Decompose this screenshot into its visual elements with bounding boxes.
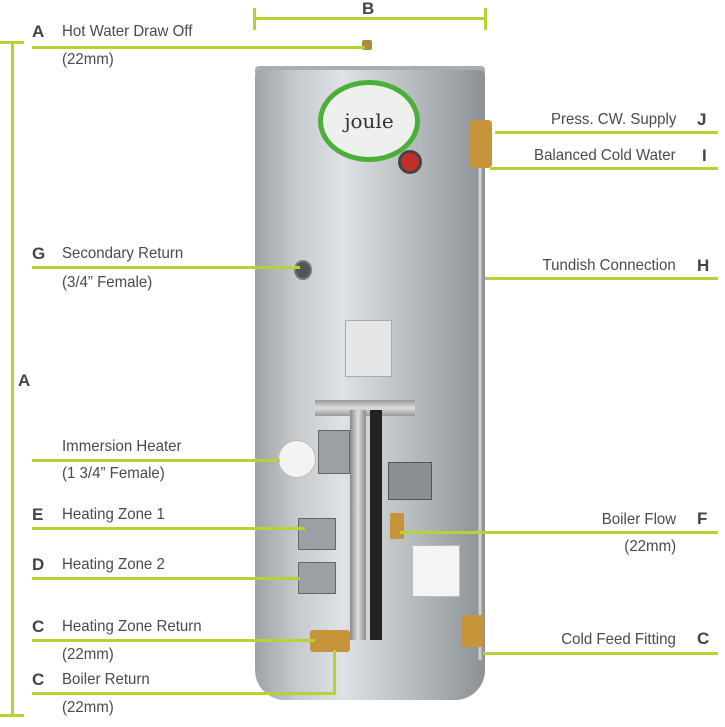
dimension-b-line	[254, 17, 486, 20]
leader-line	[495, 131, 718, 134]
dimension-b-tick-right	[484, 8, 487, 30]
inlet-valve-brass	[470, 120, 492, 168]
leader-line	[400, 531, 718, 534]
manifold-pipe	[315, 400, 415, 416]
label-boiler-flow: Boiler Flow	[601, 511, 676, 528]
zone-valve-2	[298, 562, 336, 594]
dimension-b-tick-left	[253, 8, 256, 30]
pump	[388, 462, 432, 500]
label-detail: (22mm)	[62, 699, 114, 716]
leader-line	[32, 692, 336, 695]
leader-line	[32, 266, 300, 269]
label-balanced-cold-water: Balanced Cold Water	[534, 147, 676, 164]
label-detail: (1 3/4” Female)	[62, 465, 165, 482]
dimension-a-tick-bottom	[0, 714, 24, 717]
leader-line	[32, 459, 280, 462]
label-detail: (22mm)	[62, 646, 114, 663]
cold-water-pipe-vertical	[477, 150, 483, 660]
label-letter: G	[32, 244, 46, 263]
dimension-a-line	[11, 42, 14, 716]
leader-line	[32, 527, 305, 530]
label-letter: D	[32, 555, 45, 574]
label-letter: C	[697, 629, 710, 648]
leader-line-vertical	[333, 650, 336, 695]
leader-line	[32, 639, 315, 642]
label-hot-water-draw-off: Hot Water Draw Off	[62, 23, 193, 40]
dimension-b-label: B	[362, 0, 375, 18]
label-letter: F	[697, 509, 708, 528]
label-detail: (3/4” Female)	[62, 274, 153, 291]
label-detail: (22mm)	[62, 51, 114, 68]
zone-valve-actuator	[318, 430, 350, 474]
label-letter: H	[697, 256, 710, 275]
dimension-a-tick-top	[0, 41, 24, 44]
leader-line	[483, 652, 718, 655]
label-letter: I	[702, 146, 707, 165]
label-detail: (22mm)	[624, 538, 676, 555]
insulated-pipe	[370, 410, 382, 640]
hot-water-outlet	[362, 40, 372, 50]
leader-line	[32, 46, 365, 49]
leader-line	[485, 277, 718, 280]
control-box	[345, 320, 392, 377]
label-letter: J	[697, 110, 707, 129]
secondary-return-port	[294, 260, 312, 280]
pressure-valve-red	[398, 150, 422, 174]
label-immersion-heater: Immersion Heater	[62, 438, 182, 455]
label-letter: C	[32, 617, 45, 636]
label-press-cw-supply: Press. CW. Supply	[550, 111, 676, 128]
return-fittings	[310, 630, 350, 652]
leader-line	[490, 167, 718, 170]
label-heating-zone-1: Heating Zone 1	[62, 506, 165, 523]
label-letter: A	[32, 22, 45, 41]
label-heating-zone-2: Heating Zone 2	[62, 556, 165, 573]
logo-text: joule	[344, 109, 394, 133]
cold-feed-fitting	[462, 615, 484, 647]
flow-pipe-vertical	[350, 410, 366, 640]
label-letter: C	[32, 670, 45, 689]
label-secondary-return: Secondary Return	[62, 245, 184, 262]
dimension-a-label: A	[18, 371, 31, 390]
label-cold-feed-fitting: Cold Feed Fitting	[561, 631, 676, 648]
zone-valve-1	[298, 518, 336, 550]
label-boiler-return: Boiler Return	[62, 671, 150, 688]
boiler-flow-fitting	[390, 513, 404, 539]
joule-logo: joule	[318, 80, 420, 162]
immersion-heater-cap	[278, 440, 316, 478]
label-letter: E	[32, 505, 44, 524]
label-tundish-connection: Tundish Connection	[542, 257, 676, 274]
thermostat-box	[412, 545, 460, 597]
leader-line	[32, 577, 300, 580]
label-heating-zone-return: Heating Zone Return	[62, 618, 202, 635]
